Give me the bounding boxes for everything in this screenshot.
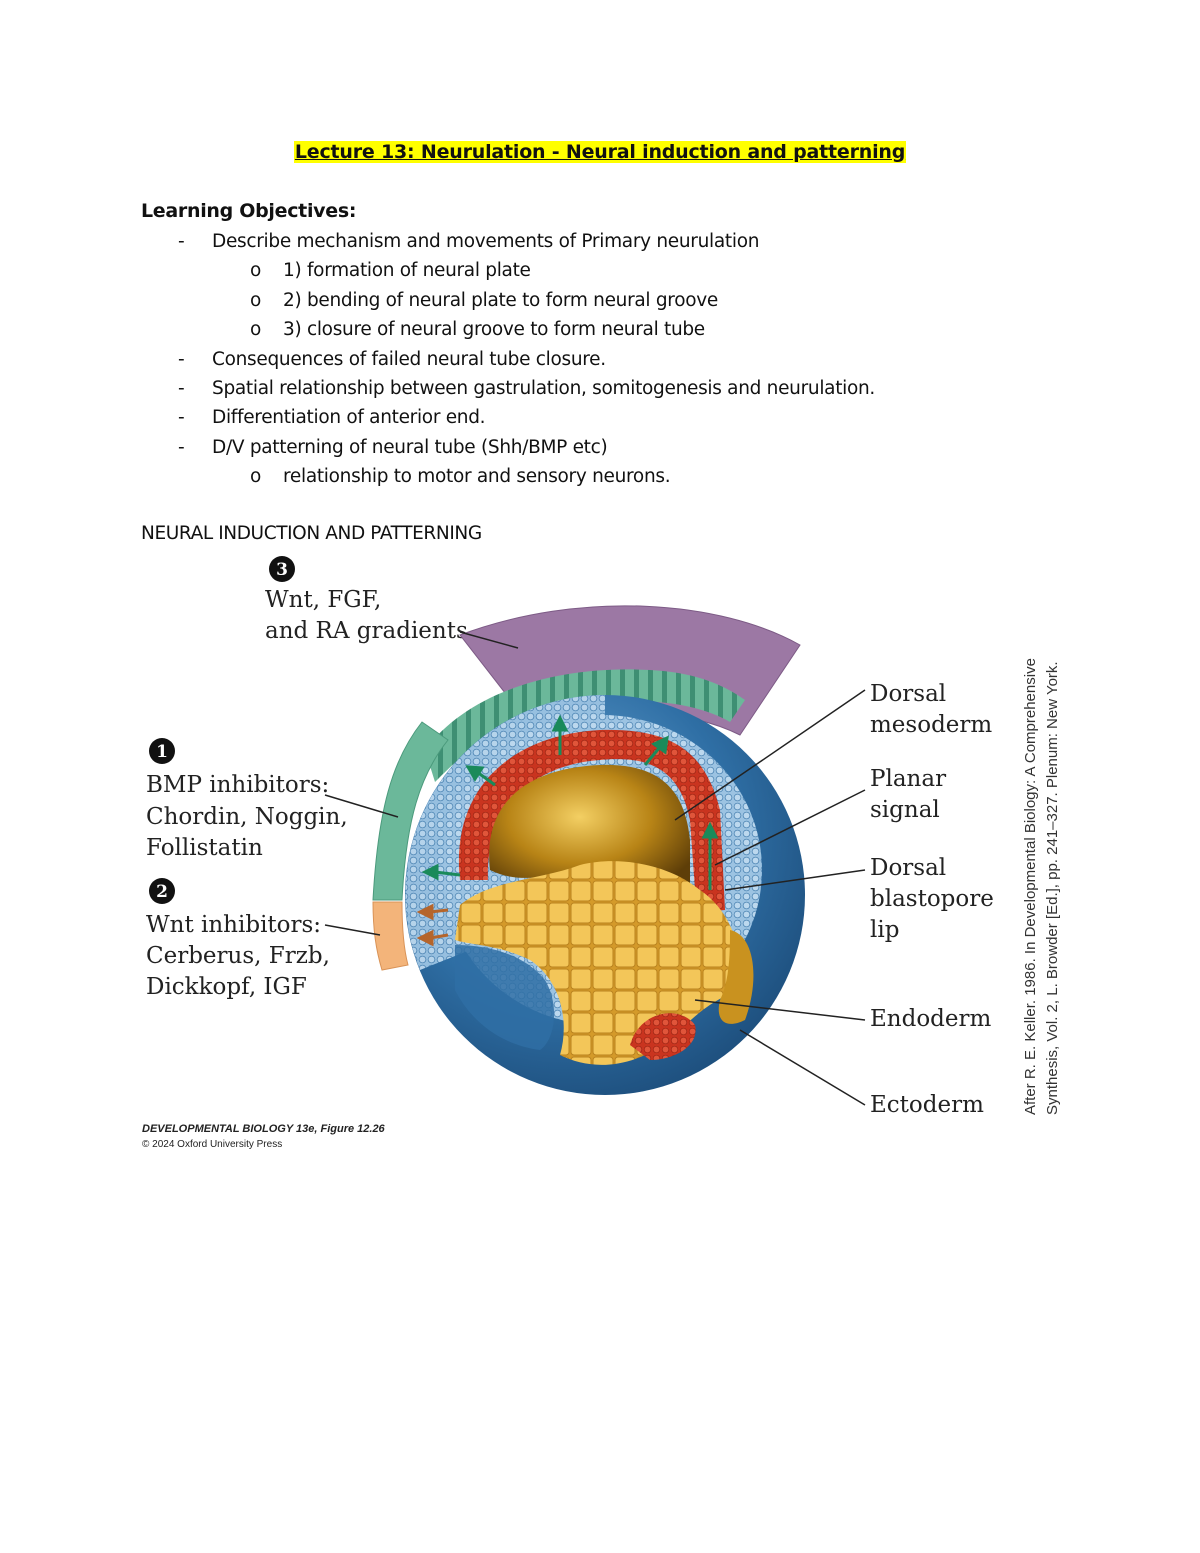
objective-item: 2) bending of neural plate to form neura… xyxy=(283,289,718,311)
leader-lines xyxy=(324,631,866,1106)
label-planar-2: signal xyxy=(870,797,940,823)
dash-bullet: - xyxy=(178,436,185,458)
label-wnt-inh-1: Wnt inhibitors: xyxy=(146,912,321,938)
label-wnt-fgf-2: and RA gradients xyxy=(265,618,468,644)
circle-bullet: o xyxy=(250,319,262,341)
label-endoderm: Endoderm xyxy=(870,1006,992,1032)
label-blastopore-1: Dorsal xyxy=(870,855,946,881)
label-wnt-fgf-1: Wnt, FGF, xyxy=(265,587,381,613)
objective-item: Consequences of failed neural tube closu… xyxy=(212,348,606,370)
label-bmp-2: Chordin, Noggin, xyxy=(146,804,348,830)
label-bmp-3: Follistatin xyxy=(146,835,263,861)
archenteron xyxy=(455,945,555,1050)
objective-item: 3) closure of neural groove to form neur… xyxy=(283,319,705,341)
badge-2 xyxy=(149,878,175,904)
objective-item: D/V patterning of neural tube (Shh/BMP e… xyxy=(212,436,608,458)
dash-bullet: - xyxy=(178,348,185,370)
figure-credit-1: DEVELOPMENTAL BIOLOGY 13e, Figure 12.26 xyxy=(142,1123,386,1135)
label-wnt-inh-2: Cerberus, Frzb, xyxy=(146,943,330,969)
badge-2-text: 2 xyxy=(156,882,168,902)
side-credit-2: Synthesis, Vol. 2, L. Browder [Ed.], pp.… xyxy=(1044,661,1061,1115)
label-dorsal-mesoderm-2: mesoderm xyxy=(870,712,992,738)
label-ectoderm: Ectoderm xyxy=(870,1092,984,1118)
label-dorsal-mesoderm-1: Dorsal xyxy=(870,681,946,707)
section-heading: NEURAL INDUCTION AND PATTERNING xyxy=(141,523,482,544)
label-planar-1: Planar xyxy=(870,766,946,792)
objective-item: Describe mechanism and movements of Prim… xyxy=(212,231,760,252)
objective-item: 1) formation of neural plate xyxy=(283,260,531,282)
objective-item: Differentiation of anterior end. xyxy=(212,407,486,429)
badge-3-text: 3 xyxy=(276,560,288,580)
label-wnt-inh-3: Dickkopf, IGF xyxy=(146,974,307,1000)
learning-objectives-heading: Learning Objectives: xyxy=(141,200,357,222)
circle-bullet: o xyxy=(250,466,262,488)
badge-1-text: 1 xyxy=(156,742,168,762)
label-blastopore-3: lip xyxy=(870,917,899,943)
striped-band xyxy=(425,669,745,782)
badge-3 xyxy=(269,556,295,582)
label-blastopore-2: blastopore xyxy=(870,886,994,912)
figure-credit-2: © 2024 Oxford University Press xyxy=(142,1139,282,1150)
wnt-inhibitor-band xyxy=(372,901,409,971)
dash-bullet: - xyxy=(178,407,185,429)
side-credit: After R. E. Keller. 1986. In Development… xyxy=(1022,658,1061,1115)
side-credit-1: After R. E. Keller. 1986. In Development… xyxy=(1022,658,1039,1115)
badge-1 xyxy=(149,738,175,764)
blastocoel-cavity xyxy=(489,764,690,895)
dash-bullet: - xyxy=(178,378,185,399)
page-title: Lecture 13: Neurulation - Neural inducti… xyxy=(0,141,1200,163)
label-bmp-1: BMP inhibitors: xyxy=(146,772,329,798)
wnt-arrows xyxy=(416,903,449,947)
objective-item: Spatial relationship between gastrulatio… xyxy=(212,378,876,399)
title-text: Lecture 13: Neurulation - Neural inducti… xyxy=(293,141,907,163)
bmp-inhibitor-band xyxy=(372,721,449,901)
objective-item: relationship to motor and sensory neuron… xyxy=(283,466,671,488)
circle-bullet: o xyxy=(250,289,262,311)
neural-induction-figure: 3 Wnt, FGF, and RA gradients 1 BMP inhib… xyxy=(142,556,1061,1150)
dorsal-mesoderm xyxy=(458,729,725,911)
planar-arrows xyxy=(421,714,719,890)
circle-bullet: o xyxy=(250,260,262,282)
ventral-mesoderm xyxy=(630,1013,696,1060)
dash-bullet: - xyxy=(178,231,185,252)
blastopore-lip-yolk xyxy=(718,930,754,1024)
